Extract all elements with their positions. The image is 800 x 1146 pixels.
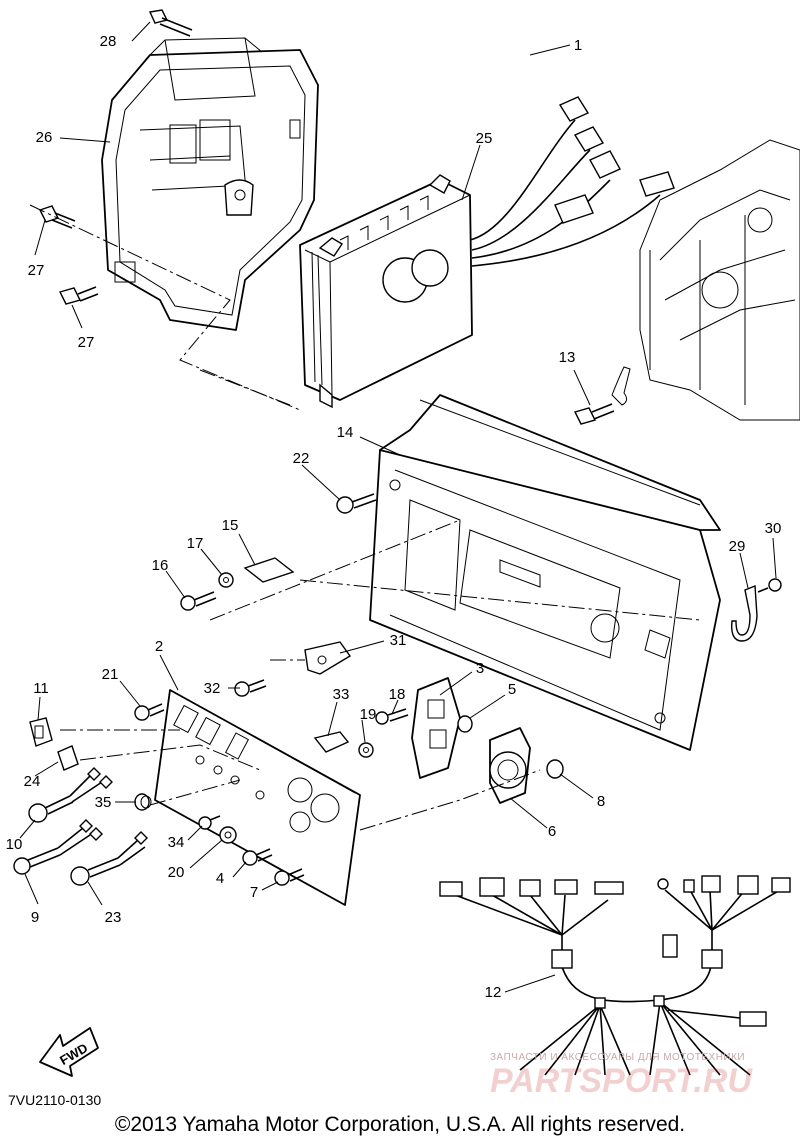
callout-35: 35 — [95, 794, 112, 811]
connector-part-33 — [313, 731, 350, 753]
pad-part-15 — [243, 557, 295, 583]
callout-27-lower: 27 — [78, 334, 95, 351]
nut-part-20 — [219, 826, 237, 844]
lamp-part-23 — [70, 831, 148, 886]
switch-part-24 — [57, 745, 79, 771]
callout-25: 25 — [476, 130, 493, 147]
callout-14: 14 — [337, 424, 354, 441]
callout-30: 30 — [765, 520, 782, 537]
callout-11: 11 — [33, 680, 49, 697]
callout-numbers: 1 2 3 4 5 6 7 8 9 10 11 12 13 14 15 16 1… — [6, 33, 782, 1001]
engine-block-outline — [639, 139, 800, 421]
switch-part-31 — [304, 641, 352, 675]
callout-34: 34 — [168, 834, 185, 851]
screw-part-18 — [375, 708, 409, 725]
wire-harness-part-12 — [439, 875, 791, 1076]
leader-lines — [19, 21, 777, 993]
nut-part-5 — [457, 715, 473, 733]
callout-16: 16 — [152, 557, 169, 574]
inverter-cover-part-26 — [101, 37, 319, 331]
screw-part-21 — [134, 703, 165, 721]
callout-32: 32 — [204, 680, 221, 697]
assembly-lines — [29, 204, 701, 831]
callout-17: 17 — [187, 535, 204, 552]
bolt-part-13 — [573, 366, 631, 425]
callout-19: 19 — [360, 706, 377, 723]
callout-21: 21 — [102, 666, 119, 683]
watermark-logo: PARTSPORT.RU — [490, 1062, 752, 1100]
callout-23: 23 — [105, 909, 122, 926]
screw-part-16 — [180, 591, 217, 611]
callout-1: 1 — [574, 37, 582, 54]
callout-28: 28 — [100, 33, 117, 50]
control-box-part-14 — [369, 394, 721, 751]
callout-31: 31 — [390, 632, 407, 649]
bolt-part-27-lower — [58, 286, 99, 305]
callout-10: 10 — [6, 836, 23, 853]
washer-part-17 — [218, 572, 234, 588]
bolt-part-28 — [148, 9, 193, 37]
lamp-part-10 — [28, 767, 113, 823]
callout-27-upper: 27 — [28, 262, 45, 279]
screw-part-30 — [757, 578, 782, 593]
callout-3: 3 — [476, 660, 484, 677]
callout-12: 12 — [485, 984, 502, 1001]
bolt-part-27-upper — [39, 205, 76, 229]
screw-part-7 — [274, 868, 305, 886]
callout-9: 9 — [31, 909, 39, 926]
callout-15: 15 — [222, 517, 239, 534]
receptacle-part-3 — [411, 677, 461, 779]
switch-part-11 — [29, 717, 53, 747]
callout-22: 22 — [293, 450, 310, 467]
nut-part-8 — [546, 759, 564, 779]
nut-part-19 — [358, 742, 374, 758]
screw-part-32 — [234, 679, 267, 697]
watermark-tagline: ЗАПЧАСТИ И АКСЕССУАРЫ ДЛЯ МОТОТЕХНИКИ — [490, 1052, 746, 1063]
callout-29: 29 — [729, 538, 746, 555]
callout-7: 7 — [250, 884, 258, 901]
callout-18: 18 — [389, 686, 406, 703]
callout-2: 2 — [155, 638, 163, 655]
fwd-arrow-icon: FWD — [39, 1027, 99, 1077]
figure-code: 7VU2110-0130 — [8, 1092, 102, 1108]
callout-6: 6 — [548, 823, 556, 840]
receptacle-part-6 — [489, 727, 531, 804]
callout-5: 5 — [508, 681, 516, 698]
control-panel-part-2 — [154, 689, 361, 906]
inverter-unit-part-25 — [299, 96, 675, 409]
callout-20: 20 — [168, 864, 185, 881]
callout-33: 33 — [333, 686, 350, 703]
screw-part-4 — [242, 848, 273, 866]
callout-26: 26 — [36, 129, 53, 146]
copyright-notice: ©2013 Yamaha Motor Corporation, U.S.A. A… — [114, 1113, 686, 1136]
callout-24: 24 — [24, 773, 41, 790]
callout-4: 4 — [216, 870, 224, 887]
lamp-part-9 — [13, 819, 103, 875]
grommet-part-35 — [134, 793, 152, 811]
screw-part-22 — [336, 493, 377, 514]
callout-13: 13 — [559, 349, 576, 366]
callout-8: 8 — [597, 793, 605, 810]
clamp-part-29 — [731, 584, 758, 642]
